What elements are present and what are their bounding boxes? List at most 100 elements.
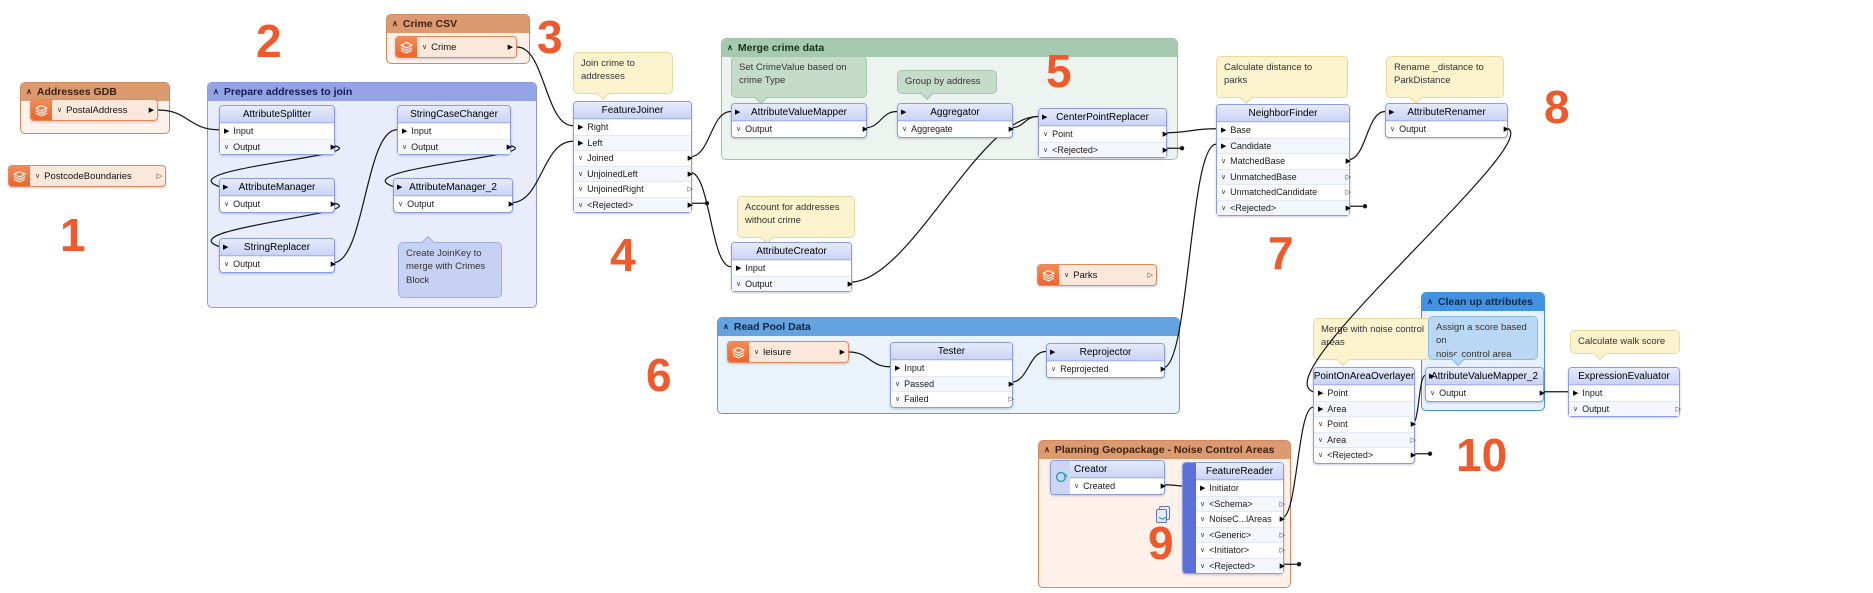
port-NeighborFinder-Rejected[interactable]: ∨<Rejected>▶	[1217, 199, 1351, 215]
port-AttributeCreator-Input[interactable]: ▶Input	[732, 260, 851, 276]
port-FeatureReader-Schema[interactable]: ∨<Schema>▷	[1196, 495, 1285, 511]
input-arrow-icon[interactable]: ▶	[1200, 485, 1206, 493]
node-title-bar[interactable]: PointOnAreaOverlayer	[1314, 368, 1414, 385]
chevron-down-icon[interactable]: ∨	[1221, 173, 1227, 181]
port-PointOnAreaOverlayer-Area[interactable]: ∨Area▷	[1314, 431, 1416, 447]
collapse-icon[interactable]: ∧	[213, 87, 219, 96]
input-arrow-icon[interactable]: ▶	[735, 109, 741, 116]
chevron-down-icon[interactable]: ∨	[1573, 405, 1579, 413]
node-CenterPointReplacer[interactable]: ▶CenterPointReplacer∨Point▶∨<Rejected>▶	[1038, 108, 1168, 158]
port-StringCaseChanger-Output[interactable]: ∨Output▶	[398, 138, 512, 154]
node-title-bar[interactable]: ▶Reprojector	[1047, 344, 1164, 361]
node-title-bar[interactable]: Creator	[1070, 461, 1164, 478]
bookmark-header[interactable]: ∧Read Pool Data	[718, 318, 1179, 336]
port-ExpressionEvaluator-Output[interactable]: ∨Output▷	[1569, 400, 1681, 416]
input-arrow-icon[interactable]: ▶	[901, 109, 907, 116]
collapse-icon[interactable]: ∧	[1044, 445, 1050, 454]
input-arrow-icon[interactable]: ▶	[1389, 109, 1395, 116]
node-StringCaseChanger[interactable]: StringCaseChanger▶Input∨Output▶	[397, 105, 512, 155]
input-arrow-icon[interactable]: ▶	[1318, 390, 1324, 398]
node-title-bar[interactable]: StringCaseChanger	[398, 106, 510, 123]
output-arrow-icon[interactable]: ▶	[506, 143, 512, 151]
output-arrow-icon[interactable]: ▶	[839, 349, 845, 356]
port-Tester-Passed[interactable]: ∨Passed▶	[891, 375, 1014, 391]
node-PointOnAreaOverlayer[interactable]: PointOnAreaOverlayer▶Point▶Area∨Point▶∨A…	[1313, 367, 1416, 464]
port-PointOnAreaOverlayer-Point[interactable]: ▶Point	[1314, 385, 1414, 401]
node-title-bar[interactable]: ▶AttributeRenamer	[1386, 104, 1507, 121]
port-FeatureJoiner-UnjoinedLeft[interactable]: ∨UnjoinedLeft▶	[574, 165, 693, 181]
port-FeatureReader-NoiseC...lAreas[interactable]: ∨NoiseC...lAreas▶	[1196, 511, 1285, 527]
port-FeatureReader-Rejected[interactable]: ∨<Rejected>▶	[1196, 557, 1285, 573]
output-arrow-icon[interactable]: ▶	[687, 201, 693, 209]
chevron-down-icon[interactable]: ∨	[422, 44, 428, 51]
port-CenterPointReplacer-Point[interactable]: ∨Point▶	[1039, 126, 1168, 142]
port-FeatureReader-Initiator[interactable]: ▶Initiator	[1196, 480, 1283, 496]
output-arrow-icon[interactable]: ▶	[330, 261, 336, 269]
output-arrow-icon[interactable]: ▶	[1503, 126, 1509, 134]
chevron-down-icon[interactable]: ∨	[224, 261, 230, 269]
chevron-down-icon[interactable]: ∨	[1200, 531, 1206, 539]
node-AttributeRenamer[interactable]: ▶AttributeRenamer∨Output▶	[1385, 103, 1509, 138]
chevron-down-icon[interactable]: ∨	[754, 349, 760, 356]
node-title-bar[interactable]: FeatureReader	[1196, 463, 1283, 480]
port-FeatureJoiner-Joined[interactable]: ∨Joined▶	[574, 150, 693, 166]
output-arrow-icon[interactable]: ▷	[156, 173, 162, 180]
port-AttributeRenamer-Output[interactable]: ∨Output▶	[1386, 121, 1509, 137]
chevron-down-icon[interactable]: ∨	[224, 201, 230, 209]
note-group-by-address[interactable]: Group by address	[897, 70, 997, 101]
output-arrow-icon[interactable]: ▷	[1345, 173, 1351, 181]
output-arrow-icon[interactable]: ▶	[330, 201, 336, 209]
collapse-icon[interactable]: ∧	[392, 19, 398, 28]
node-title-bar[interactable]: AttributeSplitter	[220, 106, 334, 123]
port-Creator-Created[interactable]: ∨Created▶	[1070, 478, 1166, 494]
output-arrow-icon[interactable]: ▶	[507, 44, 513, 51]
port-NeighborFinder-UnmatchedBase[interactable]: ∨UnmatchedBase▷	[1217, 168, 1351, 184]
bookmark-header[interactable]: ∧Clean up attributes	[1422, 293, 1544, 311]
note-rename-distance[interactable]: Rename _distance to ParkDistance	[1386, 56, 1504, 105]
chevron-down-icon[interactable]: ∨	[1200, 562, 1206, 570]
chevron-down-icon[interactable]: ∨	[1318, 436, 1324, 444]
node-StringReplacer[interactable]: ▶StringReplacer∨Output▶	[219, 238, 336, 273]
input-arrow-icon[interactable]: ▶	[895, 365, 901, 373]
port-AttributeSplitter-Input[interactable]: ▶Input	[220, 123, 334, 139]
node-title-bar[interactable]: AttributeCreator	[732, 243, 851, 260]
node-FeatureJoiner[interactable]: FeatureJoiner▶Right▶Left∨Joined▶∨Unjoine…	[573, 101, 693, 213]
port-NeighborFinder-UnmatchedCandidate[interactable]: ∨UnmatchedCandidate▷	[1217, 184, 1351, 200]
input-arrow-icon[interactable]: ▶	[1050, 349, 1056, 356]
output-arrow-icon[interactable]: ▶	[1345, 204, 1351, 212]
node-title-bar[interactable]: ▶AttributeManager	[220, 179, 334, 196]
input-arrow-icon[interactable]: ▶	[1573, 390, 1579, 398]
node-AttributeCreator[interactable]: AttributeCreator▶Input∨Output▶	[731, 242, 853, 292]
chevron-down-icon[interactable]: ∨	[1200, 547, 1206, 555]
output-arrow-icon[interactable]: ▶	[148, 107, 154, 114]
node-AttributeManager[interactable]: ▶AttributeManager∨Output▶	[219, 178, 336, 213]
chevron-down-icon[interactable]: ∨	[1200, 516, 1206, 524]
chevron-down-icon[interactable]: ∨	[895, 396, 901, 404]
chevron-down-icon[interactable]: ∨	[1043, 146, 1049, 154]
port-FeatureReader-Initiator[interactable]: ∨<Initiator>▷	[1196, 542, 1285, 558]
output-arrow-icon[interactable]: ▶	[1410, 452, 1416, 460]
port-Reprojector-Reprojected[interactable]: ∨Reprojected▶	[1047, 361, 1166, 377]
port-AttributeCreator-Output[interactable]: ∨Output▶	[732, 275, 853, 291]
port-PointOnAreaOverlayer-Point[interactable]: ∨Point▶	[1314, 416, 1416, 432]
input-arrow-icon[interactable]: ▶	[578, 124, 584, 132]
port-Tester-Input[interactable]: ▶Input	[891, 360, 1012, 376]
node-ExpressionEvaluator[interactable]: ExpressionEvaluator▶Input∨Output▷	[1568, 367, 1681, 417]
note-account-addresses[interactable]: Account for addresses without crime	[737, 196, 855, 245]
node-title-bar[interactable]: Tester	[891, 343, 1012, 360]
input-arrow-icon[interactable]: ▶	[223, 244, 229, 251]
chevron-down-icon[interactable]: ∨	[57, 107, 63, 114]
port-PointOnAreaOverlayer-Area[interactable]: ▶Area	[1314, 400, 1414, 416]
input-arrow-icon[interactable]: ▶	[1221, 127, 1227, 135]
port-FeatureReader-Generic[interactable]: ∨<Generic>▷	[1196, 526, 1285, 542]
output-arrow-icon[interactable]: ▷	[1008, 396, 1014, 404]
node-title-bar[interactable]: ▶Aggregator	[898, 104, 1012, 121]
output-arrow-icon[interactable]: ▷	[1345, 189, 1351, 197]
input-arrow-icon[interactable]: ▶	[223, 184, 229, 191]
node-FeatureReader[interactable]: FeatureReader▶Initiator∨<Schema>▷∨NoiseC…	[1182, 462, 1285, 574]
output-arrow-icon[interactable]: ▷	[1675, 405, 1681, 413]
collapse-icon[interactable]: ∧	[26, 87, 32, 96]
port-CenterPointReplacer-Rejected[interactable]: ∨<Rejected>▶	[1039, 141, 1168, 157]
chevron-down-icon[interactable]: ∨	[736, 280, 742, 288]
